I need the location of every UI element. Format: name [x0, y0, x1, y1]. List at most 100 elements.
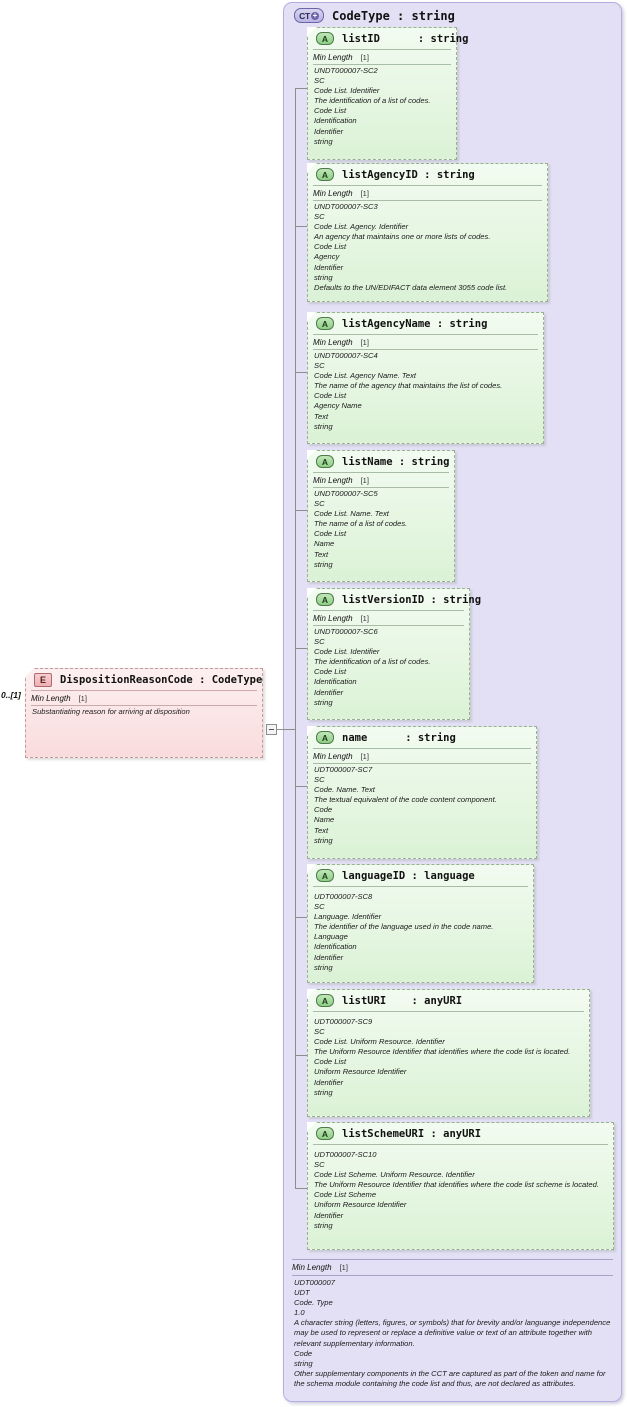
annotation-line: The identification of a list of codes.	[314, 96, 431, 106]
annotation-line: Code List	[314, 529, 347, 539]
annotation-line: Agency	[314, 252, 340, 262]
attribute-icon: A	[316, 869, 334, 882]
annotation-line: Language. Identifier	[314, 912, 382, 922]
annotation-line: UNDT000007-SC5	[314, 489, 378, 498]
min-length-value: [1]	[360, 613, 369, 623]
connector-branch-4	[295, 648, 308, 649]
min-length-label: Min Length	[313, 188, 353, 198]
folded-corner-icon	[307, 163, 316, 172]
attribute-min-length-row	[313, 1011, 584, 1016]
annotation-line: The name of the agency that maintains th…	[314, 381, 503, 391]
attribute-icon: A	[316, 731, 334, 744]
annotation-line: 1.0	[294, 1308, 305, 1318]
annotation-line: Identification	[314, 677, 357, 687]
attribute-min-length-row: Min Length [1]	[313, 610, 464, 626]
folded-corner-icon	[307, 989, 316, 998]
complex-type-title: CodeType : string	[332, 8, 455, 23]
complex-type-header: CT+ CodeType : string	[284, 3, 621, 28]
attribute-header: A listID : string	[308, 28, 468, 49]
annotation-line: Code. Type	[294, 1298, 333, 1308]
attribute-title: name : string	[342, 731, 456, 744]
annotation-line: Identifier	[314, 1077, 344, 1087]
annotation-line: Identifier	[314, 262, 344, 272]
annotation-line: The Uniform Resource Identifier that ide…	[314, 1180, 599, 1190]
element-box[interactable]: E DispositionReasonCode : CodeType Min L…	[25, 668, 263, 758]
annotation-line: UNDT000007-SC2	[314, 66, 378, 75]
min-length-label: Min Length	[313, 337, 353, 347]
min-length-label: Min Length	[313, 52, 353, 62]
annotation-line: Identification	[314, 116, 357, 126]
attribute-header: A listName : string	[308, 451, 454, 472]
annotation-line: An agency that maintains one or more lis…	[314, 232, 491, 242]
annotation-line: Uniform Resource Identifier	[314, 1067, 407, 1077]
attribute-title: listSchemeURI : anyURI	[342, 1127, 482, 1140]
annotation-line: Code	[294, 1348, 313, 1358]
attribute-icon: A	[316, 455, 334, 468]
annotation-line: Code List. Identifier	[314, 647, 380, 657]
annotation-line: Code. Name. Text	[314, 785, 375, 795]
annotation-line: string	[314, 136, 333, 146]
annotation-line: string	[314, 697, 333, 707]
annotation-line: Identifier	[314, 1210, 344, 1220]
annotation-line: Code List. Agency Name. Text	[314, 371, 417, 381]
attribute-header: A name : string	[308, 727, 536, 748]
annotation-line: UDT000007	[294, 1278, 335, 1287]
attribute-min-length-row: Min Length [1]	[313, 472, 449, 488]
annotation-line: SC	[314, 775, 325, 785]
expand-plus-icon[interactable]: +	[310, 10, 319, 20]
attribute-box[interactable]: A listName : string Min Length [1] UNDT0…	[307, 450, 455, 582]
attribute-box[interactable]: A name : string Min Length [1] UDT000007…	[307, 726, 537, 859]
annotation-line: Code List. Identifier	[314, 86, 380, 96]
annotation-line: Name	[314, 539, 335, 549]
attribute-box[interactable]: A listAgencyName : string Min Length [1]…	[307, 312, 544, 444]
annotation-line: Name	[314, 815, 335, 825]
min-length-value: [1]	[78, 693, 87, 703]
connector-branch-7	[295, 1055, 308, 1056]
attribute-box[interactable]: A listID : string Min Length [1] UNDT000…	[307, 27, 468, 160]
annotation-line: Defaults to the UN/EDIFACT data element …	[314, 282, 508, 292]
attribute-header: A listVersionID : string	[308, 589, 481, 610]
annotation-line: Code List	[314, 667, 347, 677]
annotation-line: SC	[314, 637, 325, 647]
connector-branch-8	[295, 1188, 308, 1189]
attribute-icon: A	[316, 1127, 334, 1140]
attribute-title: listAgencyName : string	[342, 317, 488, 330]
attribute-min-length-row: Min Length [1]	[313, 334, 538, 350]
connector-branch-5	[295, 786, 308, 787]
min-length-label: Min Length	[313, 613, 353, 623]
annotation-line: The identifier of the language used in t…	[314, 922, 494, 932]
attribute-title: listAgencyID : string	[342, 168, 475, 181]
attribute-box[interactable]: A listAgencyID : string Min Length [1] U…	[307, 163, 548, 302]
attribute-min-length-row: Min Length [1]	[313, 49, 451, 65]
folded-corner-icon	[307, 27, 316, 36]
attribute-icon: A	[316, 168, 334, 181]
min-length-label: Min Length	[313, 751, 353, 761]
element-annotation: Substantiating reason for arriving at di…	[26, 706, 262, 720]
attribute-box[interactable]: A listVersionID : string Min Length [1] …	[307, 588, 481, 720]
annotation-line: Text	[314, 411, 329, 421]
annotation-line: Code List. Uniform Resource. Identifier	[314, 1037, 445, 1047]
min-length-value: [1]	[360, 751, 369, 761]
annotation-line: SC	[314, 76, 325, 86]
element-icon: E	[34, 672, 52, 687]
collapse-toggle-icon[interactable]	[266, 724, 277, 735]
connector-branch-6	[295, 917, 308, 918]
complex-type-icon[interactable]: CT+	[294, 8, 324, 23]
attribute-title: listURI : anyURI	[342, 994, 463, 1007]
annotation-line: Identifier	[314, 126, 344, 136]
annotation-line: Substantiating reason for arriving at di…	[32, 707, 190, 716]
annotation-line: Code	[314, 805, 333, 815]
min-length-value: [1]	[360, 337, 369, 347]
annotation-line: SC	[314, 361, 325, 371]
